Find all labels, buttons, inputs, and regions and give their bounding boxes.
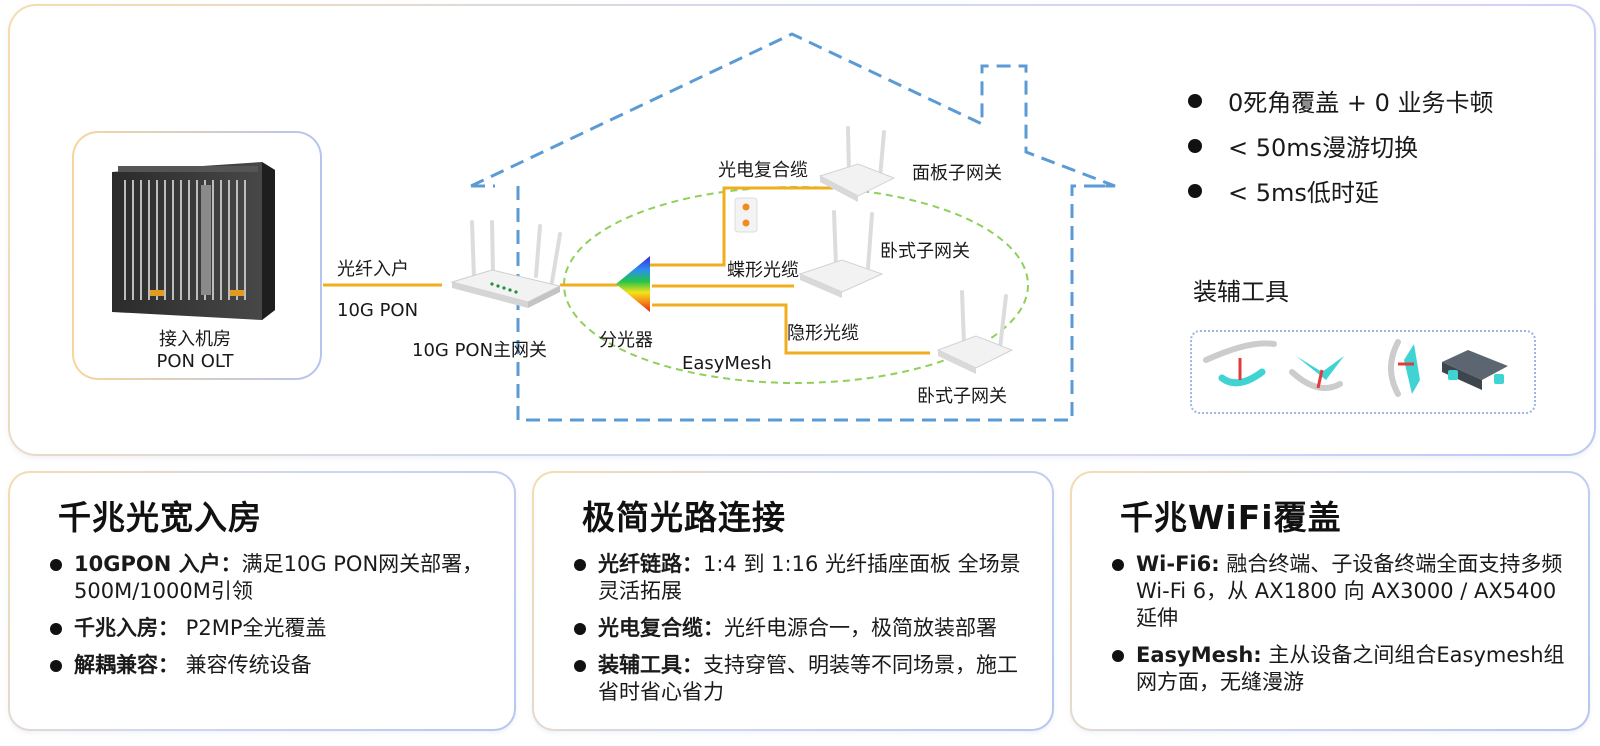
bullet-dot bbox=[1188, 183, 1202, 198]
card-item: 光电复合缆：光纤电源合一，极简放装部署 bbox=[574, 615, 1032, 642]
card-simple-optical: 极简光路连接 光纤链路：1:4 到 1:16 光纤插座面板 全场景灵活拓展 光电… bbox=[532, 471, 1054, 731]
lying-gateway-label-2: 卧式子网关 bbox=[917, 386, 1007, 407]
butterfly-cable-label: 蝶形光缆 bbox=[727, 260, 799, 281]
bullet-dot bbox=[1188, 93, 1202, 108]
bullet-dot bbox=[1188, 138, 1202, 153]
panel-gateway-label: 面板子网关 bbox=[912, 163, 1002, 184]
fiber-socket-icon bbox=[734, 197, 758, 233]
tools-box bbox=[1190, 330, 1536, 414]
lying-gateway-router-icon-1 bbox=[798, 210, 884, 298]
invisible-cable-label: 隐形光缆 bbox=[787, 323, 859, 344]
pon-10g-label: 10G PON bbox=[337, 300, 419, 321]
splitter-label: 分光器 bbox=[599, 330, 653, 351]
card-list: 10GPON 入户：满足10G PON网关部署，500M/1000M引领 千兆入… bbox=[50, 551, 494, 679]
main-gateway-label: 10G PON主网关 bbox=[412, 340, 548, 361]
highlight-item: 0死角覆盖 + 0 业务卡顿 bbox=[1188, 78, 1494, 123]
card-list: 光纤链路：1:4 到 1:16 光纤插座面板 全场景灵活拓展 光电复合缆：光纤电… bbox=[574, 551, 1032, 706]
highlights-list: 0死角覆盖 + 0 业务卡顿 < 50ms漫游切换 < 5ms低时延 bbox=[1188, 78, 1494, 213]
lying-gateway-label-1: 卧式子网关 bbox=[880, 241, 970, 262]
card-list: Wi-Fi6: 融合终端、子设备终端全面支持多频Wi-Fi 6，从 AX1800… bbox=[1112, 551, 1568, 696]
card-title: 千兆WiFi覆盖 bbox=[1120, 498, 1342, 537]
tools-title: 装辅工具 bbox=[1193, 278, 1289, 306]
splitter-icon bbox=[616, 256, 650, 312]
card-item: 解耦兼容： 兼容传统设备 bbox=[50, 652, 494, 679]
olt-label-line1: 接入机房 bbox=[159, 329, 231, 350]
olt-label-line2: PON OLT bbox=[156, 351, 234, 372]
olt-label: 接入机房 PON OLT bbox=[135, 325, 255, 372]
card-item: Wi-Fi6: 融合终端、子设备终端全面支持多频Wi-Fi 6，从 AX1800… bbox=[1112, 551, 1568, 632]
fiber-lines bbox=[323, 186, 930, 355]
card-item: EasyMesh: 主从设备之间组合Easymesh组网方面，无缝漫游 bbox=[1112, 642, 1568, 696]
highlight-item: < 50ms漫游切换 bbox=[1188, 123, 1494, 168]
installation-tools-icons bbox=[1203, 339, 1508, 397]
composite-cable-label: 光电复合缆 bbox=[718, 160, 808, 181]
panel-gateway-router-icon bbox=[818, 126, 896, 202]
lying-gateway-router-icon-2 bbox=[936, 290, 1014, 374]
card-title: 千兆光宽入房 bbox=[58, 498, 262, 537]
main-gateway-router-icon bbox=[450, 220, 562, 308]
highlight-item: < 5ms低时延 bbox=[1188, 168, 1494, 213]
card-item: 10GPON 入户：满足10G PON网关部署，500M/1000M引领 bbox=[50, 551, 494, 605]
card-gigabit-wifi: 千兆WiFi覆盖 Wi-Fi6: 融合终端、子设备终端全面支持多频Wi-Fi 6… bbox=[1070, 471, 1590, 731]
olt-rack-icon bbox=[112, 162, 275, 320]
house-outline bbox=[470, 32, 1116, 422]
card-title: 极简光路连接 bbox=[582, 498, 786, 537]
card-item: 装辅工具：支持穿管、明装等不同场景，施工省时省心省力 bbox=[574, 652, 1032, 706]
card-item: 千兆入房： P2MP全光覆盖 bbox=[50, 615, 494, 642]
card-item: 光纤链路：1:4 到 1:16 光纤插座面板 全场景灵活拓展 bbox=[574, 551, 1032, 605]
easymesh-label: EasyMesh bbox=[682, 353, 772, 374]
fiber-in-label: 光纤入户 bbox=[337, 259, 409, 280]
card-gigabit-fiber: 千兆光宽入房 10GPON 入户：满足10G PON网关部署，500M/1000… bbox=[8, 471, 516, 731]
